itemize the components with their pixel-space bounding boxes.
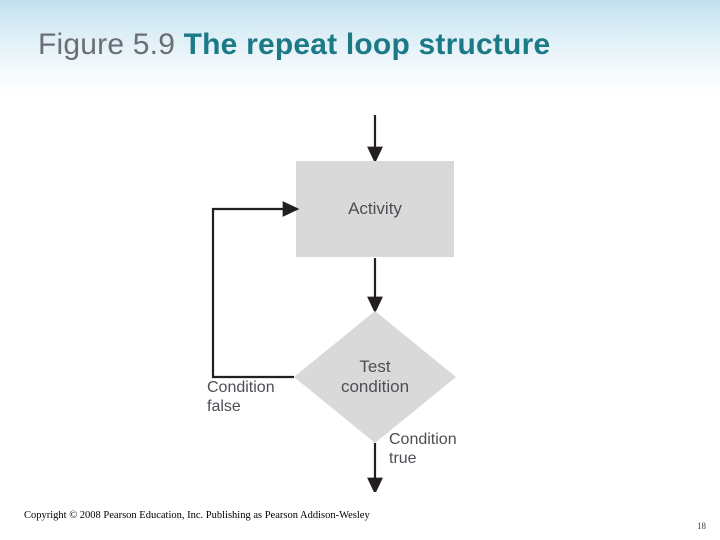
edge-condition-true-label-line1: Condition: [389, 431, 457, 448]
edge-condition-false-label-line1: Condition: [207, 379, 275, 396]
page-title: Figure 5.9 The repeat loop structure: [38, 28, 698, 62]
header-gradient-band: [0, 0, 720, 96]
node-test-label-line2: condition: [341, 377, 409, 396]
edge-condition-true-label-line2: true: [389, 450, 417, 467]
edge-condition-true: Condition true: [367, 431, 457, 492]
title-figure-number: Figure 5.9: [38, 28, 184, 61]
node-test-condition: Test condition: [294, 311, 456, 443]
slide-page-number: 18: [697, 521, 706, 531]
node-test-label-line1: Test: [359, 357, 390, 376]
edge-condition-false: Condition false: [207, 201, 300, 415]
node-activity-label: Activity: [348, 199, 402, 218]
copyright-notice: Copyright © 2008 Pearson Education, Inc.…: [24, 510, 370, 521]
title-main-text: The repeat loop structure: [183, 28, 551, 61]
edge-condition-false-label-line2: false: [207, 398, 241, 415]
node-activity: Activity: [296, 161, 454, 257]
flowchart-diagram: Activity Test condition Condition true C…: [203, 112, 483, 492]
